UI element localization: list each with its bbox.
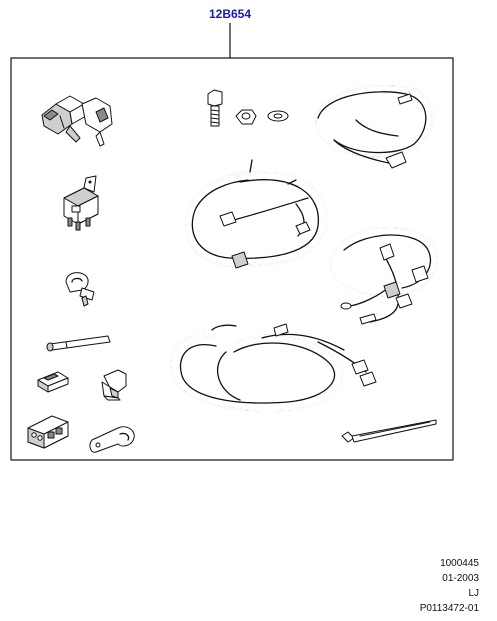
nut-part [235,109,257,125]
harness-a-part [315,85,434,169]
bolt-part [207,89,223,127]
harness-d-part [170,323,377,412]
washer-part [267,110,289,122]
sleeve-pin-part [46,335,111,352]
cable-clip-part [65,272,95,307]
fuse-holder-part [41,95,113,147]
footer-ref-number: 1000445 [440,558,479,569]
p-clip-part [101,369,127,401]
band-clamp-part [89,426,135,453]
part-number-callout: 12B654 [208,7,252,21]
footer-illustration-id: P0113472-01 [419,603,479,614]
relay-part [63,175,99,231]
cable-tie-part [341,419,437,443]
footer-author-code: LJ [468,588,479,599]
harness-c-part [329,227,439,325]
footer-date-code: 01-2003 [442,573,479,584]
blade-fuse-part [37,371,69,393]
harness-b-part [184,159,328,269]
multiplug-connector-part [27,415,69,449]
kit-border [10,57,454,461]
